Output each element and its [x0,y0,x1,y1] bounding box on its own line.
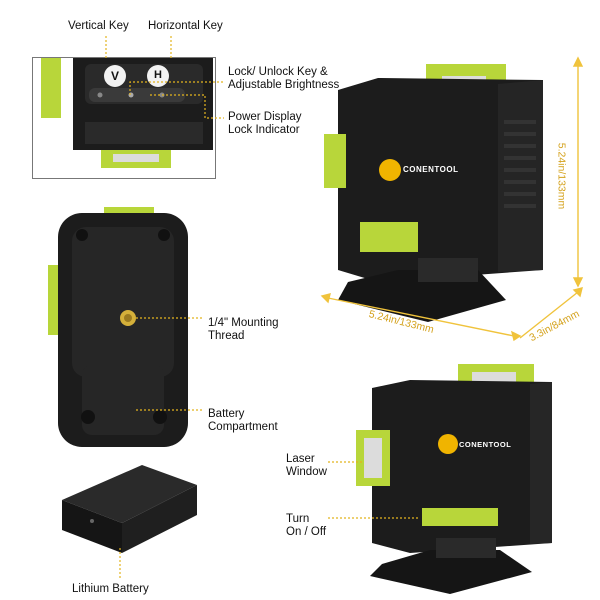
power-display-label-line2: Lock Indicator [228,124,300,136]
laser-window-label-line2: Window [286,466,327,478]
battery-compartment-label-line2: Compartment [208,421,278,433]
mounting-thread-label-line1: 1/4" Mounting [208,317,279,329]
lithium-battery-image [62,465,197,553]
power-display-label: Power Display Lock Indicator [228,111,302,137]
laser-window-label-line1: Laser [286,453,315,465]
turn-on-off-label-line2: On / Off [286,526,327,538]
lock-key-label: Lock/ Unlock Key & Adjustable Brightness [228,66,339,92]
horizontal-key-glyph: H [154,69,162,81]
secondary-product-image [356,364,552,594]
lock-key-label-line1: Lock/ Unlock Key & [228,66,328,78]
horizontal-key-label: Horizontal Key [148,20,223,32]
brand-logo-main: CONENTOOL [403,165,459,174]
mounting-thread-label: 1/4" Mounting Thread [208,317,279,343]
mounting-thread-label-line2: Thread [208,330,245,342]
battery-compartment-label-line1: Battery [208,408,245,420]
lithium-battery-label: Lithium Battery [72,583,149,595]
brand-logo-secondary: CONENTOOL [459,440,512,449]
battery-compartment-label: Battery Compartment [208,408,278,434]
power-display-label-line1: Power Display [228,111,302,123]
laser-window-label: Laser Window [286,453,327,479]
lock-key-label-line2: Adjustable Brightness [228,79,340,91]
vertical-key-glyph: V [110,69,119,83]
vertical-key-label: Vertical Key [68,20,129,32]
keypad-closeup-image [41,58,213,168]
turn-on-off-label: Turn On / Off [286,513,326,539]
main-product-image [324,64,543,322]
turn-on-off-label-line1: Turn [286,513,310,525]
bottom-view-image [48,207,188,447]
